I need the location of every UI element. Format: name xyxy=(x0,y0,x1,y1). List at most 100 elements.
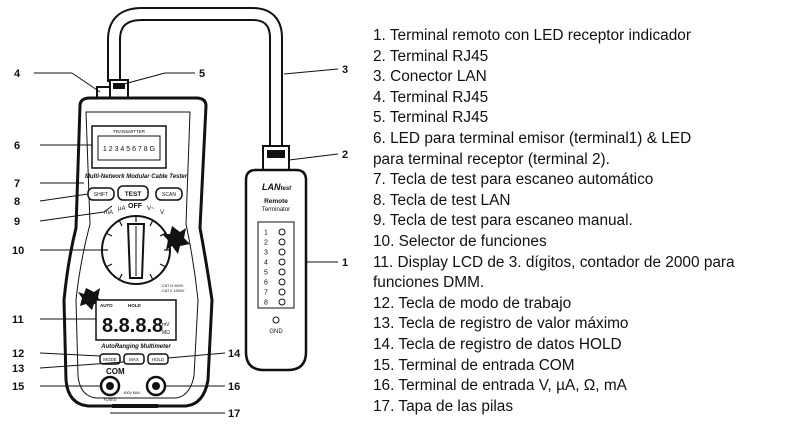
callout-10: 10 xyxy=(12,245,24,257)
lcd-unit-mv: mV xyxy=(162,322,170,328)
legend-item: 17. Tapa de las pilas xyxy=(373,397,514,415)
remote-led xyxy=(278,298,286,306)
legend-item: 7. Tecla de test para escaneo automático xyxy=(373,171,654,189)
scan-button[interactable] xyxy=(155,187,183,201)
lcd-unit-mo: MΩ xyxy=(162,330,170,336)
model-name: Multi-Network Modular Cable Tester xyxy=(85,174,188,180)
shift-button-label: SHIFT xyxy=(94,192,108,198)
remote-led xyxy=(278,288,286,296)
hold-button-label: HOLD xyxy=(152,357,165,362)
callout-17: 17 xyxy=(228,408,240,420)
scan-button-label: SCAN xyxy=(162,192,176,198)
legend-item: 15. Terminal de entrada COM xyxy=(373,356,575,374)
remote-led-label: 4 xyxy=(264,260,268,267)
callout-13: 13 xyxy=(12,363,24,375)
test-button-label: TEST xyxy=(125,191,142,198)
remote-led xyxy=(278,278,286,286)
remote-gnd-label: GND xyxy=(269,329,283,335)
mode-button[interactable] xyxy=(99,353,121,365)
remote-led-panel xyxy=(257,221,295,309)
legend-item: 13. Tecla de registro de valor máximo xyxy=(373,315,629,333)
callout-5: 5 xyxy=(199,68,205,80)
remote-led-label: 2 xyxy=(264,240,268,247)
mode-label-ma: mA xyxy=(104,210,113,216)
legend-item: 12. Tecla de modo de trabajo xyxy=(373,294,572,312)
splotch-right xyxy=(162,226,190,254)
leader-lines xyxy=(34,68,339,414)
remote-led-label: 3 xyxy=(264,250,268,257)
rj45-plug-remote xyxy=(262,145,290,173)
led-digits: 1 2 3 4 5 6 7 8 G xyxy=(103,146,155,153)
cat-rating-2: CAT II 1000V xyxy=(162,289,185,293)
remote-led-label: 5 xyxy=(264,270,268,277)
legend-item: 8. Tecla de test LAN xyxy=(373,191,511,209)
callout-11: 11 xyxy=(12,314,24,326)
lcd-hold: HOLD xyxy=(128,303,141,308)
remote-gnd-led xyxy=(272,316,280,324)
remote-brand: LANtest xyxy=(262,182,292,192)
legend-item: 11. Display LCD de 3. dígitos, contador … xyxy=(373,253,735,271)
mode-label-off: OFF xyxy=(128,203,143,210)
max-voltage-label: 600V MAX xyxy=(124,391,141,395)
legend-item: 14. Tecla de registro de datos HOLD xyxy=(373,335,622,353)
remote-brand-small: test xyxy=(281,186,293,192)
mode-label-vdc: V xyxy=(160,210,164,216)
max-button-label: MAX xyxy=(129,357,139,362)
remote-brand-big: LAN xyxy=(262,182,281,192)
legend-item: 10. Selector de funciones xyxy=(373,232,547,250)
callout-4: 4 xyxy=(14,68,21,80)
mode-label-ua: µA xyxy=(118,206,125,212)
legend-list: 1. Terminal remoto con LED receptor indi… xyxy=(373,26,735,417)
legend-item: 6. LED para terminal emisor (terminal1) … xyxy=(373,129,692,147)
lcd-display xyxy=(95,299,177,341)
remote-led-column: 1 2 3 4 5 6 7 8 xyxy=(264,228,286,307)
callout-16: 16 xyxy=(228,381,240,393)
legend-item: funciones DMM. xyxy=(373,274,485,292)
callout-15: 15 xyxy=(12,381,24,393)
remote-led-label: 7 xyxy=(264,290,268,297)
legend-item: 5. Terminal RJ45 xyxy=(373,109,489,127)
remote-led xyxy=(278,268,286,276)
legend-item: 16. Terminal de entrada V, µA, Ω, mA xyxy=(373,377,627,395)
test-button[interactable] xyxy=(117,185,149,201)
callout-3: 3 xyxy=(342,64,348,76)
legend-item: 9. Tecla de test para escaneo manual. xyxy=(373,212,633,230)
cable-tester-diagram: TRANSMITTER 1 2 3 4 5 6 7 8 G Multi-Netw… xyxy=(12,7,348,420)
callout-7: 7 xyxy=(14,178,20,190)
callout-8: 8 xyxy=(14,196,20,208)
callout-14: 14 xyxy=(228,348,241,360)
transmitter-label: TRANSMITTER xyxy=(113,129,146,134)
com-label: COM xyxy=(106,367,125,376)
battery-cover-tab xyxy=(112,404,158,408)
remote-led xyxy=(278,238,286,246)
legend-item: para terminal receptor (terminal 2). xyxy=(373,150,610,168)
cat-rating-1: CAT III 600V xyxy=(162,284,184,288)
dial-ridges xyxy=(102,216,170,281)
callout-1: 1 xyxy=(342,257,348,269)
remote-led-label: 6 xyxy=(264,280,268,287)
remote-led xyxy=(278,228,286,236)
remote-led xyxy=(278,248,286,256)
lcd-digits: 8.8.8.8 xyxy=(102,315,163,337)
legend-item: 2. Terminal RJ45 xyxy=(373,47,489,65)
legend-item: 4. Terminal RJ45 xyxy=(373,88,489,106)
remote-title-line1: Remote xyxy=(264,198,288,205)
remote-led-label: 8 xyxy=(264,300,268,307)
remote-led-label: 1 xyxy=(264,230,268,237)
callout-2: 2 xyxy=(342,149,348,161)
splotch-left xyxy=(78,288,104,310)
legend-item: 1. Terminal remoto con LED receptor indi… xyxy=(373,27,691,44)
max-button[interactable] xyxy=(123,353,145,365)
legend-item: 3. Conector LAN xyxy=(373,68,487,86)
remote-led xyxy=(278,258,286,266)
multimeter-subtitle: AutoRanging Multimeter xyxy=(100,344,171,350)
lcd-auto: AUTO xyxy=(100,303,113,308)
callout-6: 6 xyxy=(14,140,20,152)
remote-title-line2: Terminator xyxy=(262,207,290,213)
fused-label: FUSED xyxy=(104,398,117,402)
callout-12: 12 xyxy=(12,348,24,360)
hold-button[interactable] xyxy=(147,353,169,365)
mode-button-label: MODE xyxy=(103,357,117,362)
mode-label-vac: V~ xyxy=(147,206,155,212)
callout-9: 9 xyxy=(14,216,20,228)
